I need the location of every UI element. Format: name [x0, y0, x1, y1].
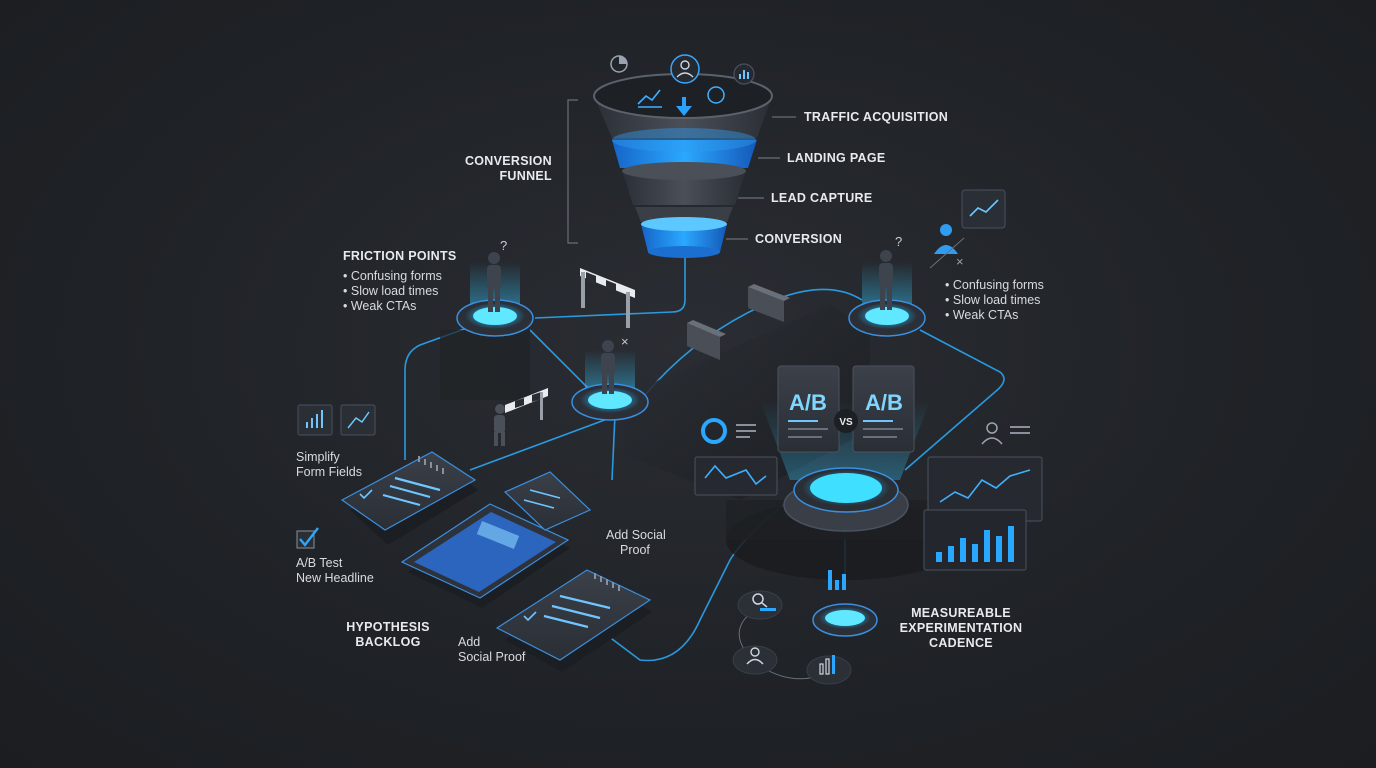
friction-left-item: Slow load times: [343, 284, 442, 299]
user-circle-icon: [732, 645, 778, 675]
chart-up-icon: [637, 89, 662, 108]
hypothesis-card-2: A/B Test New Headline: [296, 556, 374, 586]
friction-left-item: Weak CTAs: [343, 299, 442, 314]
hypothesis-card-1: Simplify Form Fields: [296, 450, 362, 480]
mini-bar-icon: [297, 404, 333, 436]
hypothesis-card-4: Add Social Proof: [458, 635, 525, 665]
close-icon-right: ×: [956, 254, 964, 269]
hypothesis-card-3-line2: Proof: [620, 543, 650, 557]
cadence-title: MEASUREABLE EXPERIMENTATION CADENCE: [890, 606, 1032, 651]
close-icon: ×: [621, 334, 629, 349]
mini-trend-icon: [340, 404, 376, 436]
friction-left-item: Confusing forms: [343, 269, 442, 284]
barrier-block-2: [687, 320, 726, 360]
funnel-title-line2: FUNNEL: [499, 169, 552, 183]
stage-landing-page: LANDING PAGE: [787, 151, 886, 165]
backlog-tablet: [400, 503, 570, 608]
dismiss-line: [929, 237, 965, 269]
bar-chart-icon: [733, 63, 755, 85]
ab-variant-a-label: A/B: [789, 390, 827, 415]
vs-label: VS: [839, 417, 853, 428]
hypothesis-card-3-line1: Add Social: [606, 528, 666, 542]
waveform-panel: [694, 456, 778, 496]
conversion-funnel: [593, 73, 773, 258]
barrier-block-1: [748, 284, 790, 322]
friction-right-item: Slow load times: [945, 293, 1044, 308]
backlog-bubble: [503, 471, 592, 531]
ab-variant-b-label: A/B: [865, 390, 903, 415]
trend-chart-icon: [961, 189, 1006, 229]
ab-variant-a-card: [777, 365, 840, 453]
user-icon: [670, 54, 700, 84]
connector-lines: [404, 258, 1005, 662]
hypothesis-card-4-line2: Social Proof: [458, 650, 526, 664]
cadence-title-line2: EXPERIMENTATION: [899, 621, 1023, 635]
hypothesis-card-2-line2: New Headline: [296, 571, 374, 585]
stage-traffic-acquisition: TRAFFIC ACQUISITION: [804, 110, 949, 124]
donut-chart-icon: [701, 418, 756, 444]
user-list-icon: [981, 422, 1030, 445]
stage-lead-capture: LEAD CAPTURE: [771, 191, 873, 205]
bar-chart-small-icon: [806, 655, 852, 685]
hypothesis-card-1-line2: Form Fields: [296, 465, 362, 479]
backlog-notepad-1: [340, 451, 478, 545]
cadence-title-line1: MEASUREABLE: [911, 606, 1011, 620]
barrier-gate-top: [580, 268, 635, 328]
pie-chart-icon: [610, 55, 628, 73]
funnel-title: CONVERSION FUNNEL: [452, 154, 552, 184]
hypothesis-backlog-title-line1: HYPOTHESIS: [346, 620, 430, 634]
question-mark-icon-right: ?: [895, 234, 902, 249]
funnel-bracket: [567, 99, 578, 244]
friction-right-item: Confusing forms: [945, 278, 1044, 293]
hypothesis-card-4-line1: Add: [458, 635, 481, 649]
stage-conversion: CONVERSION: [755, 232, 843, 246]
vs-badge: [834, 409, 858, 433]
hypothesis-backlog-title-line2: BACKLOG: [355, 635, 421, 649]
worker-figure: [494, 404, 505, 446]
thinking-person-icon: [879, 250, 893, 310]
hypothesis-backlog-title: HYPOTHESIS BACKLOG: [336, 620, 440, 650]
traffic-icon: [707, 86, 725, 104]
magnifier-icon: [737, 590, 783, 620]
hypothesis-card-2-line1: A/B Test: [296, 556, 343, 570]
arrow-down-icon: [676, 97, 692, 116]
user-blue-icon: [934, 224, 958, 254]
checkbox-icon: [296, 527, 319, 549]
cadence-pedestal: [812, 570, 878, 637]
blocked-person-icon: [601, 340, 615, 394]
hypothesis-card-3: Add Social Proof: [606, 528, 666, 558]
confused-person-icon: [487, 252, 501, 312]
bar-chart-panel: [923, 509, 1027, 571]
friction-right-list: Confusing forms Slow load times Weak CTA…: [945, 278, 1044, 323]
ab-variant-b-card: [852, 365, 915, 453]
experiment-hub: [726, 467, 966, 580]
barrier-gate-left: [505, 388, 548, 420]
cadence-title-line3: CADENCE: [929, 636, 993, 650]
hypothesis-card-1-line1: Simplify: [296, 450, 340, 464]
funnel-title-line1: CONVERSION: [464, 154, 552, 168]
friction-right-item: Weak CTAs: [945, 308, 1044, 323]
backlog-notepad-2: [495, 569, 652, 672]
friction-left-list: Confusing forms Slow load times Weak CTA…: [343, 269, 442, 314]
friction-points-title: FRICTION POINTS: [343, 249, 457, 263]
stage-leader-lines: [726, 116, 796, 240]
question-mark-icon: ?: [500, 238, 507, 253]
